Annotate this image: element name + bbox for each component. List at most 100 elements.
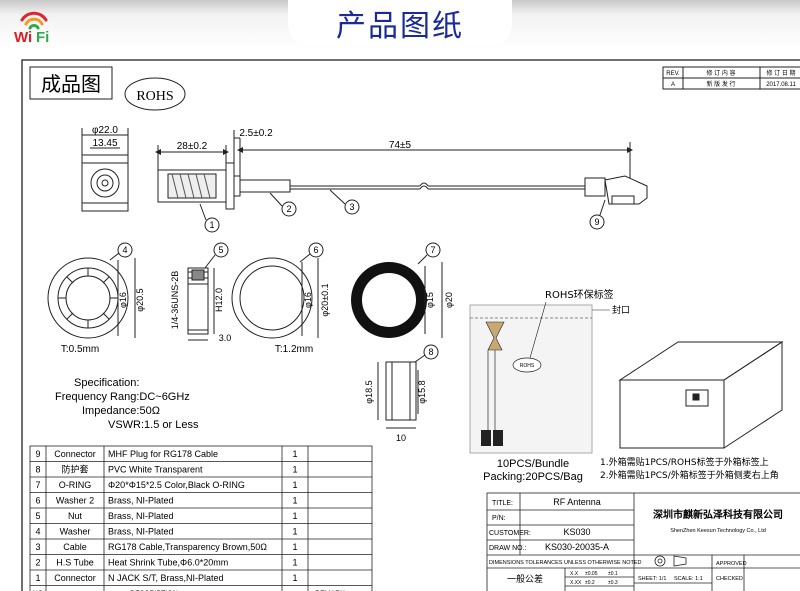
rohs-tag-label: ROHS环保标签 xyxy=(545,288,614,301)
dim-d205: φ20.5 xyxy=(135,288,145,311)
dim-len25: 2.5±0.2 xyxy=(239,128,273,139)
rev-header-rev: REV. xyxy=(666,71,680,77)
packing-line1: 10PCS/Bundle xyxy=(497,458,569,470)
drawing-heading: 成品图 xyxy=(41,72,101,96)
packing-note2: 2.外箱需贴1PCS/外箱标签于外箱侧麦右上角 xyxy=(600,469,779,481)
page-title: 产品图纸 xyxy=(288,0,512,46)
callout-label-5: 5 xyxy=(218,245,223,255)
bom-cell-qty: 1 xyxy=(292,558,297,568)
bom-cell-name: Connector xyxy=(54,573,96,583)
dim-thread: 1/4-36UNS-2B xyxy=(170,271,180,330)
dim-len74: 74±5 xyxy=(389,140,412,151)
header-banner: Wi Fi 产品图纸 xyxy=(0,0,800,48)
bom-cell-name: H.S Tube xyxy=(56,558,94,568)
bom-cell-qty: 1 xyxy=(292,465,297,475)
heading-box xyxy=(29,66,113,100)
bom-cell-desc: RG178 Cable,Transparency Brown,50Ω xyxy=(108,542,267,552)
dim-d15: φ15 xyxy=(425,292,435,308)
bom-cell-desc: MHF Plug for RG178 Cable xyxy=(108,449,218,459)
bom-cell-no: 5 xyxy=(35,511,40,521)
specification: Specification: Frequency Rang:DC~6GHz Im… xyxy=(55,377,199,431)
bom-cell-no: 1 xyxy=(35,573,40,583)
callout-label-3: 3 xyxy=(349,202,354,212)
bom-cell-no: 2 xyxy=(35,558,40,568)
callout-label-8: 8 xyxy=(428,347,433,357)
scale-label: SCALE: 1:1 xyxy=(674,576,703,582)
tol-v3: ±0.2 xyxy=(585,580,595,586)
title-block xyxy=(486,492,800,591)
revision-table: REV. 修 订 内 容 修 订 日 期 A 新 版 发 行 2017.08.1… xyxy=(662,66,800,90)
bom-cell-no: 7 xyxy=(35,480,40,490)
tolerance-note: DIMENSIONS TOLERANCES UNLESS OTHERWISE N… xyxy=(489,560,642,566)
spec-impedance: Impedance:50Ω xyxy=(82,405,160,417)
bom-cell-qty: 1 xyxy=(292,542,297,552)
seal-label: 封口 xyxy=(612,304,630,316)
callout-label-4: 4 xyxy=(122,245,127,255)
bom-cell-no: 6 xyxy=(35,496,40,506)
customer-label: CUSTOMER: xyxy=(489,530,531,537)
callout-9 xyxy=(589,214,605,230)
callout-1 xyxy=(204,217,220,233)
spec-heading: Specification: xyxy=(74,377,139,389)
callout-label-7: 7 xyxy=(430,245,435,255)
bom-cell-name: Washer 2 xyxy=(56,496,94,506)
rev-row-date: 2017.08.11 xyxy=(766,82,796,88)
washer-6-view xyxy=(231,257,319,339)
dim-w30: 3.0 xyxy=(219,333,232,343)
bom-cell-name: Cable xyxy=(63,542,87,552)
dim-w10: 10 xyxy=(396,433,406,443)
packing-note1: 1.外箱需贴1PCS/ROHS标签于外箱标签上 xyxy=(600,456,769,468)
bom-cell-name: Washer xyxy=(60,527,91,537)
bom-cell-name: Nut xyxy=(68,511,83,521)
tol-v1: ±0.05 xyxy=(585,571,598,577)
bom-cell-name: O-RING xyxy=(59,480,92,490)
callout-4 xyxy=(117,242,133,258)
rohs-label: ROHS xyxy=(136,89,173,104)
nut-5-view xyxy=(187,267,215,341)
tol-v4: ±0.3 xyxy=(608,580,618,586)
callout-3 xyxy=(344,199,360,215)
dim-d16b: φ16 xyxy=(303,292,313,308)
tol-v2: ±0.1 xyxy=(608,571,618,577)
bom-table xyxy=(29,445,373,591)
callout-label-9: 9 xyxy=(594,217,599,227)
drawno-value: KS030-20035-A xyxy=(545,542,609,552)
packing-line2: Packing:20PCS/Bag xyxy=(483,471,583,483)
bom-cell-qty: 1 xyxy=(292,449,297,459)
rohs-ellipse xyxy=(124,77,186,111)
dim-d1345: 13.45 xyxy=(92,138,117,149)
rev-header-date: 修 订 日 期 xyxy=(766,69,795,77)
spec-vswr: VSWR:1.5 or Less xyxy=(108,419,199,431)
bom-cell-qty: 1 xyxy=(292,511,297,521)
approved-label: APPROVED xyxy=(716,561,747,567)
bom-cell-qty: 1 xyxy=(292,527,297,537)
dim-d16a: φ16 xyxy=(118,292,128,308)
dim-len28: 28±0.2 xyxy=(177,141,208,152)
bom-cell-qty: 1 xyxy=(292,480,297,490)
callout-8 xyxy=(423,344,439,360)
dim-d20: φ20 xyxy=(444,292,454,308)
packing-bag xyxy=(469,301,610,454)
o-ring-7-view xyxy=(351,262,443,338)
general-tolerance: 一般公差 xyxy=(507,573,543,585)
bom-cell-qty: 1 xyxy=(292,496,297,506)
company-cn: 深圳市麒新弘泽科技有限公司 xyxy=(653,508,783,521)
connector-front-view xyxy=(81,128,129,212)
callout-7 xyxy=(425,242,441,258)
carton-box xyxy=(618,341,784,449)
bom-cell-desc: Brass, NI-Plated xyxy=(108,527,174,537)
checked-label: CHECKED xyxy=(716,576,743,582)
wifi-signal-icon xyxy=(20,11,48,30)
callouts xyxy=(109,189,606,363)
bom-cell-desc: Brass, NI-Plated xyxy=(108,511,174,521)
callout-numbers: 1 2 3 4 5 6 7 8 9 xyxy=(122,202,599,357)
bom-cell-no: 9 xyxy=(35,449,40,459)
bom-cell-name: Connector xyxy=(54,449,96,459)
title-label: TITLE: xyxy=(492,500,513,507)
dim-d22: φ22.0 xyxy=(92,125,118,136)
bom-cell-desc: N JACK S/T, Brass,NI-Plated xyxy=(108,573,224,583)
dim-d20p1: φ20±0.1 xyxy=(320,283,330,316)
company-en: ShenZhen Keesun Technology Co., Ltd xyxy=(670,528,766,534)
dim-d158: φ15.8 xyxy=(417,380,427,403)
